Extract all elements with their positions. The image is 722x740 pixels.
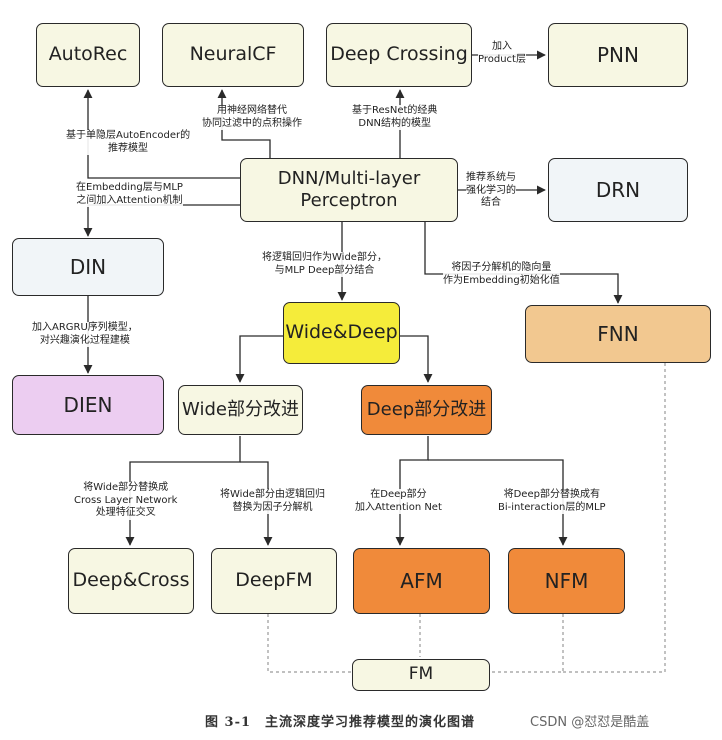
node-wide-improve: Wide部分改进: [178, 385, 303, 435]
node-nfm: NFM: [508, 548, 625, 614]
edge-wide-deep-wide-improve: [235, 335, 285, 383]
label-to-drn: 推荐系统与强化学习的结合: [466, 172, 516, 210]
dashed-nfm-fm: [490, 614, 564, 673]
node-afm: AFM: [353, 548, 490, 614]
edge-dnn-din: [83, 204, 240, 237]
dashed-fnn-fm: [563, 363, 666, 673]
node-neuralcf: NeuralCF: [162, 23, 304, 87]
edge-wide-deep-deep-improve: [398, 335, 433, 383]
node-fm: FM: [352, 659, 490, 691]
edge-wide-improve-deepfm: [240, 461, 273, 546]
label-to-deepfm: 将Wide部分由逻辑回归替换为因子分解机: [220, 489, 325, 514]
label-to-wide-deep: 将逻辑回归作为Wide部分，与MLP Deep部分结合: [262, 252, 387, 277]
label-to-afm: 在Deep部分加入Attention Net: [355, 489, 442, 514]
node-deep-crossing: Deep Crossing: [326, 23, 472, 87]
dashed-deepfm-fm: [267, 614, 352, 673]
label-to-neuralcf: 用神经网络替代协同过滤中的点积操作: [202, 105, 302, 130]
label-to-fnn: 将因子分解机的隐向量作为Embedding初始化值: [443, 262, 560, 287]
node-autorec: AutoRec: [36, 23, 140, 87]
figure-caption-bar: 图 3-1 主流深度学习推荐模型的演化图谱 CSDN @怼怼是酷盖: [0, 707, 722, 731]
node-drn: DRN: [548, 158, 688, 222]
edge-deep-improve-nfm: [428, 459, 568, 546]
label-to-autorec: 基于单隐层AutoEncoder的推荐模型: [66, 130, 191, 155]
node-dien: DIEN: [12, 375, 164, 435]
node-fnn: FNN: [525, 305, 711, 363]
node-pnn: PNN: [548, 23, 688, 87]
node-din: DIN: [12, 238, 164, 296]
node-wide-deep: Wide&Deep: [283, 302, 400, 364]
edge-dnn-autorec: [83, 89, 240, 179]
figure-caption: 图 3-1 主流深度学习推荐模型的演化图谱: [205, 715, 476, 730]
node-deep-improve: Deep部分改进: [361, 385, 492, 435]
node-deepfm: DeepFM: [211, 548, 337, 614]
node-deep-cross: Deep&Cross: [68, 548, 194, 614]
watermark: CSDN @怼怼是酷盖: [530, 715, 650, 730]
node-dnn: DNN/Multi-layer Perceptron: [240, 158, 458, 222]
label-to-dien: 加入ARGRU序列模型，对兴趣演化过程建模: [32, 322, 138, 347]
